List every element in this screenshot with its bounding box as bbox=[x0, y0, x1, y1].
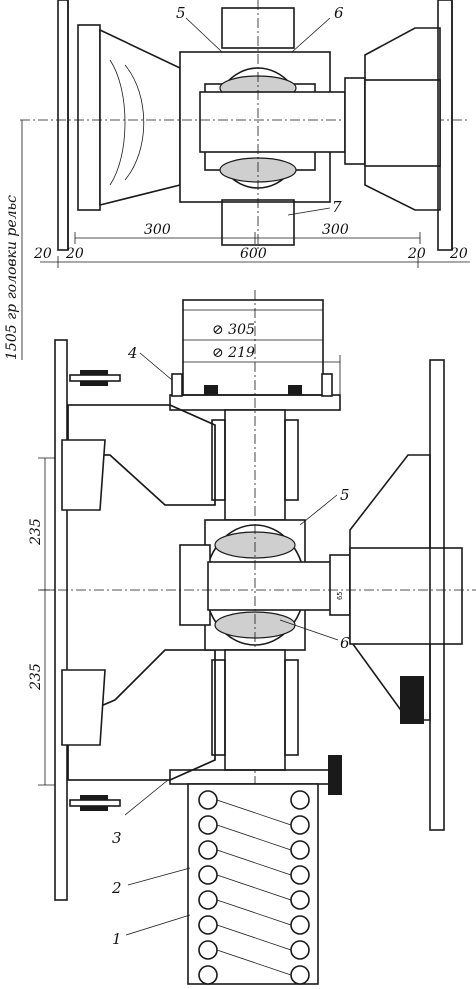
callout-6-top: 6 bbox=[334, 4, 344, 22]
lower-cone-section bbox=[61, 669, 106, 746]
dim-300-left: 300 bbox=[144, 222, 171, 238]
left-wall-top bbox=[57, 0, 69, 251]
shaft-top bbox=[199, 91, 346, 153]
top-cover bbox=[182, 299, 324, 396]
callout-6-mid: 6 bbox=[340, 634, 350, 652]
axle-section bbox=[207, 561, 349, 611]
upper-cone-section bbox=[61, 439, 106, 511]
section-view bbox=[38, 17, 476, 985]
bolt-left-lower bbox=[69, 795, 121, 811]
shaft-mark: 65 bbox=[336, 592, 344, 600]
left-wall-section bbox=[54, 339, 68, 901]
left-flange-top bbox=[77, 24, 101, 211]
bolt-right-lower bbox=[400, 676, 424, 724]
callout-7: 7 bbox=[332, 198, 342, 216]
dim-20-b: 20 bbox=[65, 246, 84, 262]
callout-4: 4 bbox=[127, 344, 138, 362]
callout-5-mid: 5 bbox=[340, 486, 350, 504]
dim-235-top: 235 bbox=[28, 518, 44, 546]
lower-guide bbox=[224, 649, 286, 771]
bolt-left-upper bbox=[69, 370, 121, 386]
rail-gauge-label: 1505 гр головки рельс bbox=[4, 195, 20, 360]
left-cone-top bbox=[99, 28, 181, 207]
dim-diameter-305: ⊘ 305 bbox=[212, 322, 255, 338]
right-wall-section bbox=[429, 359, 445, 831]
right-cone-top bbox=[364, 27, 441, 211]
dim-235-bottom: 235 bbox=[28, 663, 44, 691]
dim-20-c: 20 bbox=[407, 246, 426, 262]
top-view bbox=[20, 0, 470, 268]
stud-4 bbox=[171, 373, 183, 397]
dim-diameter-219: ⊘ 219 bbox=[212, 345, 255, 361]
callout-1: 1 bbox=[112, 930, 122, 948]
callout-2: 2 bbox=[111, 879, 122, 897]
dim-20-a: 20 bbox=[33, 246, 52, 262]
dim-20-d: 20 bbox=[449, 246, 468, 262]
right-hub-top bbox=[344, 77, 366, 165]
dim-300-right: 300 bbox=[322, 222, 349, 238]
coil-spring bbox=[198, 790, 310, 985]
dim-600: 600 bbox=[240, 246, 267, 262]
callout-3: 3 bbox=[112, 829, 122, 847]
callout-5-top: 5 bbox=[176, 4, 186, 22]
